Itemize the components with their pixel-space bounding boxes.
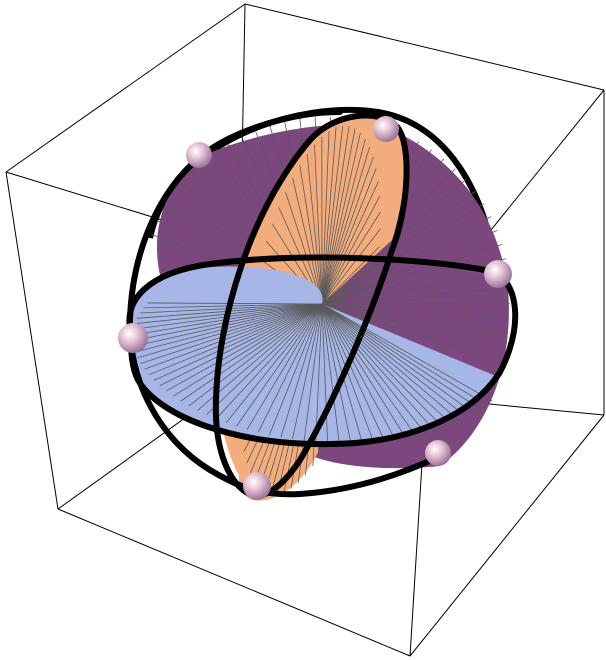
box-edge (58, 509, 410, 656)
box-edge (6, 172, 58, 509)
ball-marker (484, 260, 512, 288)
ball-marker (373, 116, 399, 142)
box-edge (245, 4, 604, 90)
ball-marker (243, 472, 271, 500)
ball-marker (425, 440, 451, 466)
ball-marker (186, 142, 212, 168)
ball-marker (118, 323, 148, 353)
